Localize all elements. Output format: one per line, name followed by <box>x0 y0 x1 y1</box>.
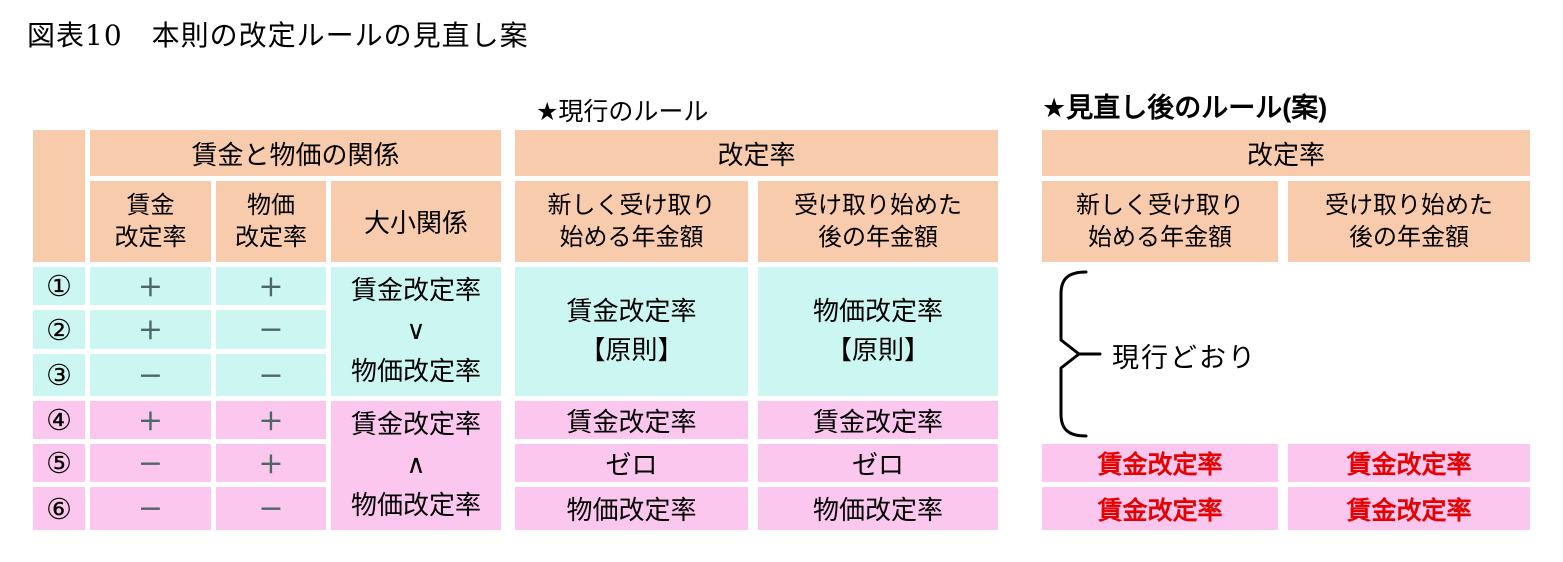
current-row4-new: 賃金改定率 <box>515 401 748 439</box>
revised-row6-after: 賃金改定率 <box>1288 487 1530 530</box>
corner-header-cell <box>33 130 85 262</box>
price-sign: − <box>216 354 326 396</box>
curly-brace-icon <box>1059 270 1102 438</box>
row-number: ⑤ <box>33 444 85 482</box>
price-rate-header: 物価 改定率 <box>216 181 326 262</box>
wage-sign: − <box>90 444 211 482</box>
price-sign: − <box>216 310 326 349</box>
revised-row6-new: 賃金改定率 <box>1042 487 1278 530</box>
figure-title: 図表10 本則の改定ルールの見直し案 <box>27 19 529 52</box>
revised-row5-after: 賃金改定率 <box>1288 444 1530 482</box>
wage-sign: + <box>90 401 211 439</box>
principle-after-cell: 物価改定率 【原則】 <box>758 267 998 396</box>
current-row6-after: 物価改定率 <box>758 487 998 530</box>
row-number: ⑥ <box>33 487 85 530</box>
current-rule-section-label: ★現行のルール <box>536 98 709 126</box>
revised-row5-new: 賃金改定率 <box>1042 444 1278 482</box>
unchanged-label: 現行どおり <box>1112 343 1257 374</box>
wage-sign: − <box>90 354 211 396</box>
price-sign: + <box>216 267 326 305</box>
after-pension-header: 受け取り始めた 後の年金額 <box>1288 181 1530 262</box>
size-relation-header: 大小関係 <box>331 181 501 262</box>
row-number: ③ <box>33 354 85 396</box>
wage-sign: − <box>90 487 211 530</box>
price-sign: − <box>216 487 326 530</box>
revised-rule-section-label: ★見直し後のルール(案) <box>1042 93 1328 123</box>
row-number: ④ <box>33 401 85 439</box>
current-row6-new: 物価改定率 <box>515 487 748 530</box>
wage-sign: + <box>90 310 211 349</box>
current-rules-table: 改定率 新しく受け取り 始める年金額 受け取り始めた 後の年金額 賃金改定率 【… <box>515 130 998 530</box>
row-number: ② <box>33 310 85 349</box>
relation-table: 賃金と物価の関係 賃金 改定率 物価 改定率 大小関係 ① + + ② + − … <box>33 130 501 530</box>
current-row4-after: 賃金改定率 <box>758 401 998 439</box>
wage-rate-header: 賃金 改定率 <box>90 181 211 262</box>
current-row5-after: ゼロ <box>758 444 998 482</box>
size-relation-upper-cell: 賃金改定率 ∨ 物価改定率 <box>331 267 501 396</box>
current-row5-new: ゼロ <box>515 444 748 482</box>
revised-rules-table: 改定率 新しく受け取り 始める年金額 受け取り始めた 後の年金額 賃金改定率 賃… <box>1042 130 1530 530</box>
wage-sign: + <box>90 267 211 305</box>
price-sign: + <box>216 444 326 482</box>
revision-rate-header: 改定率 <box>1042 130 1530 176</box>
after-pension-header: 受け取り始めた 後の年金額 <box>758 181 998 262</box>
relation-group-header: 賃金と物価の関係 <box>90 130 501 176</box>
revision-rate-header: 改定率 <box>515 130 998 176</box>
price-sign: + <box>216 401 326 439</box>
size-relation-lower-cell: 賃金改定率 ∧ 物価改定率 <box>331 401 501 530</box>
new-pension-header: 新しく受け取り 始める年金額 <box>1042 181 1278 262</box>
row-number: ① <box>33 267 85 305</box>
principle-new-cell: 賃金改定率 【原則】 <box>515 267 748 396</box>
new-pension-header: 新しく受け取り 始める年金額 <box>515 181 748 262</box>
